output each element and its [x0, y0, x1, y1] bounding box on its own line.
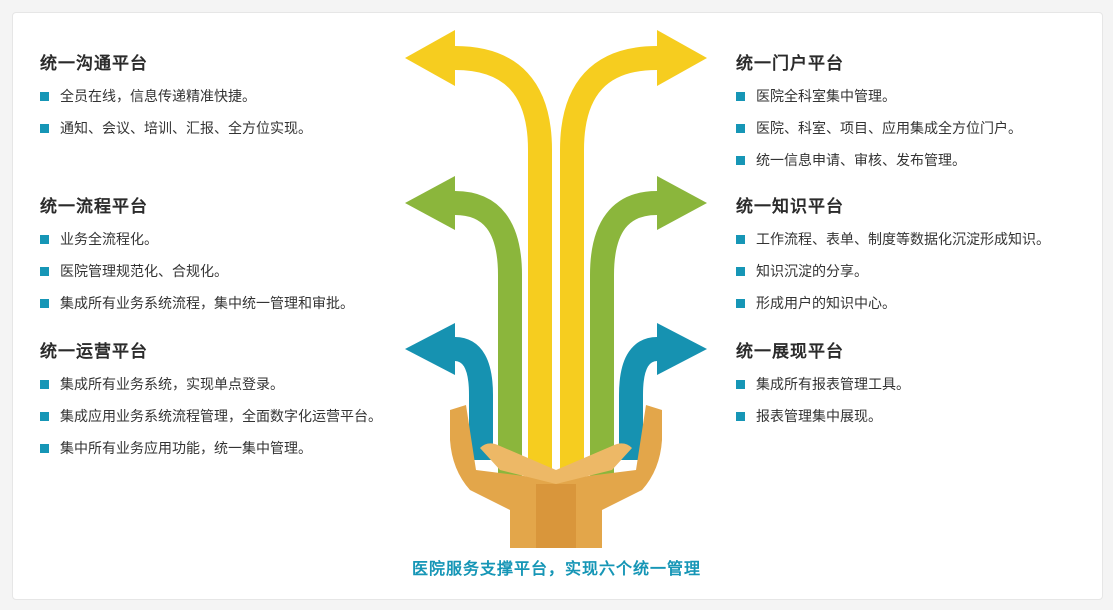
section-portal-platform: 统一门户平台 医院全科室集中管理。 医院、科室、项目、应用集成全方位门户。 统一… [736, 49, 1022, 184]
square-bullet-icon [736, 235, 745, 244]
arrow-green-right [590, 191, 658, 480]
list-item: 通知、会议、培训、汇报、全方位实现。 [40, 120, 312, 138]
square-bullet-icon [736, 124, 745, 133]
square-bullet-icon [40, 267, 49, 276]
right-hand [556, 405, 662, 548]
list-item: 医院、科室、项目、应用集成全方位门户。 [736, 120, 1022, 138]
arrowhead-yellow-right [657, 30, 707, 86]
arrowhead-teal-right [657, 323, 707, 375]
square-bullet-icon [736, 92, 745, 101]
square-bullet-icon [736, 299, 745, 308]
wrist [536, 484, 576, 548]
square-bullet-icon [40, 444, 49, 453]
arrowhead-green-left [405, 176, 455, 230]
section-title: 统一门户平台 [736, 54, 844, 74]
list-item: 集成所有业务系统，实现单点登录。 [40, 376, 382, 394]
arrowhead-green-right [657, 176, 707, 230]
left-hand [450, 405, 556, 548]
list-item: 形成用户的知识中心。 [736, 295, 1050, 313]
square-bullet-icon [40, 124, 49, 133]
square-bullet-icon [40, 92, 49, 101]
list-item: 工作流程、表单、制度等数据化沉淀形成知识。 [736, 231, 1050, 249]
list-item: 统一信息申请、审核、发布管理。 [736, 152, 1022, 170]
list-item: 全员在线，信息传递精准快捷。 [40, 88, 312, 106]
section-title: 统一流程平台 [40, 197, 148, 217]
arrowhead-teal-left [405, 323, 455, 375]
arrow-green-left [454, 191, 522, 480]
section-title: 统一沟通平台 [40, 54, 148, 74]
arrow-teal-left [453, 337, 493, 460]
section-operations-platform: 统一运营平台 集成所有业务系统，实现单点登录。 集成应用业务系统流程管理，全面数… [40, 337, 382, 472]
section-title: 统一展现平台 [736, 342, 844, 362]
section-title: 统一运营平台 [40, 342, 148, 362]
list-item: 集成应用业务系统流程管理，全面数字化运营平台。 [40, 408, 382, 426]
arrow-teal-right [619, 337, 659, 460]
diagram-caption: 医院服务支撑平台，实现六个统一管理 [411, 559, 701, 578]
list-item: 集成所有报表管理工具。 [736, 376, 910, 394]
square-bullet-icon [736, 380, 745, 389]
square-bullet-icon [40, 412, 49, 421]
section-display-platform: 统一展现平台 集成所有报表管理工具。 报表管理集中展现。 [736, 337, 910, 440]
section-knowledge-platform: 统一知识平台 工作流程、表单、制度等数据化沉淀形成知识。 知识沉淀的分享。 形成… [736, 192, 1050, 327]
square-bullet-icon [40, 299, 49, 308]
section-title: 统一知识平台 [736, 197, 844, 217]
arrow-yellow-right [560, 46, 658, 490]
section-communication-platform: 统一沟通平台 全员在线，信息传递精准快捷。 通知、会议、培训、汇报、全方位实现。 [40, 49, 312, 152]
list-item: 医院全科室集中管理。 [736, 88, 1022, 106]
square-bullet-icon [40, 380, 49, 389]
list-item: 集中所有业务应用功能，统一集中管理。 [40, 440, 382, 458]
arrowhead-yellow-left [405, 30, 455, 86]
list-item: 业务全流程化。 [40, 231, 354, 249]
square-bullet-icon [736, 412, 745, 421]
list-item: 医院管理规范化、合规化。 [40, 263, 354, 281]
section-process-platform: 统一流程平台 业务全流程化。 医院管理规范化、合规化。 集成所有业务系统流程，集… [40, 192, 354, 327]
square-bullet-icon [40, 235, 49, 244]
arrow-yellow-left [454, 46, 552, 490]
square-bullet-icon [736, 156, 745, 165]
list-item: 报表管理集中展现。 [736, 408, 910, 426]
list-item: 集成所有业务系统流程，集中统一管理和审批。 [40, 295, 354, 313]
list-item: 知识沉淀的分享。 [736, 263, 1050, 281]
square-bullet-icon [736, 267, 745, 276]
